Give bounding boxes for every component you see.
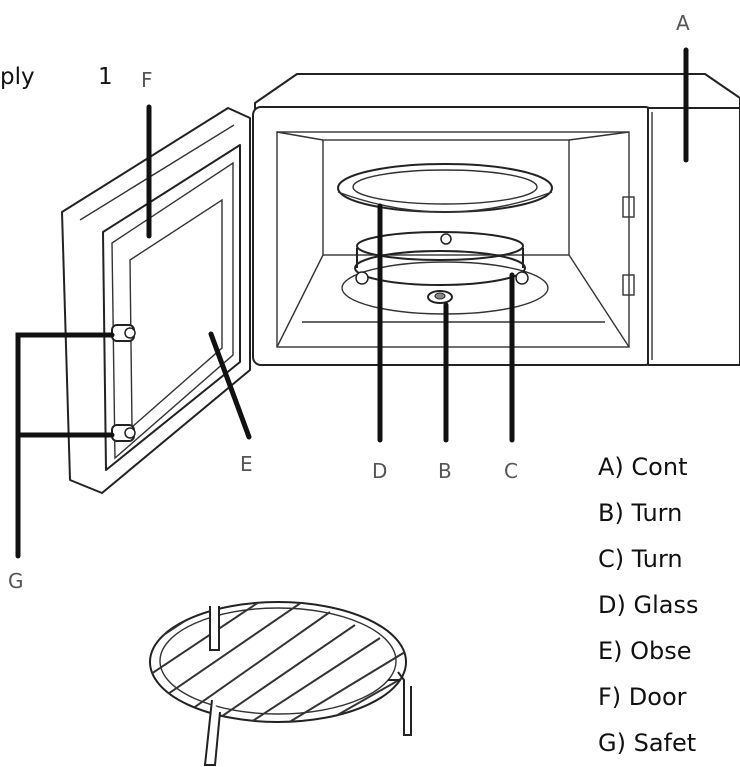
header-number: 1 <box>98 64 113 90</box>
callout-d: D <box>372 459 387 483</box>
header-fragment: ply <box>0 64 35 90</box>
callout-b: B <box>438 459 452 483</box>
glass-tray <box>338 164 552 212</box>
legend-item-c: C) Turn <box>598 545 683 573</box>
legend-item-g: G) Safet <box>598 729 696 757</box>
legend-item-a: A) Cont <box>598 453 687 481</box>
callout-a: A <box>676 11 690 35</box>
legend-item-e: E) Obse <box>598 637 692 665</box>
legend-item-b: B) Turn <box>598 499 682 527</box>
callout-f: F <box>141 68 153 92</box>
grill-rack <box>110 560 430 765</box>
legend-item-d: D) Glass <box>598 591 698 619</box>
microwave-body <box>253 74 740 365</box>
turntable-shaft <box>428 291 452 303</box>
callout-e: E <box>240 452 253 476</box>
callout-g: G <box>8 569 24 593</box>
parts-legend: A) Cont B) Turn C) Turn D) Glass E) Obse… <box>598 453 698 757</box>
legend-item-f: F) Door <box>598 683 687 711</box>
callout-c: C <box>504 459 518 483</box>
